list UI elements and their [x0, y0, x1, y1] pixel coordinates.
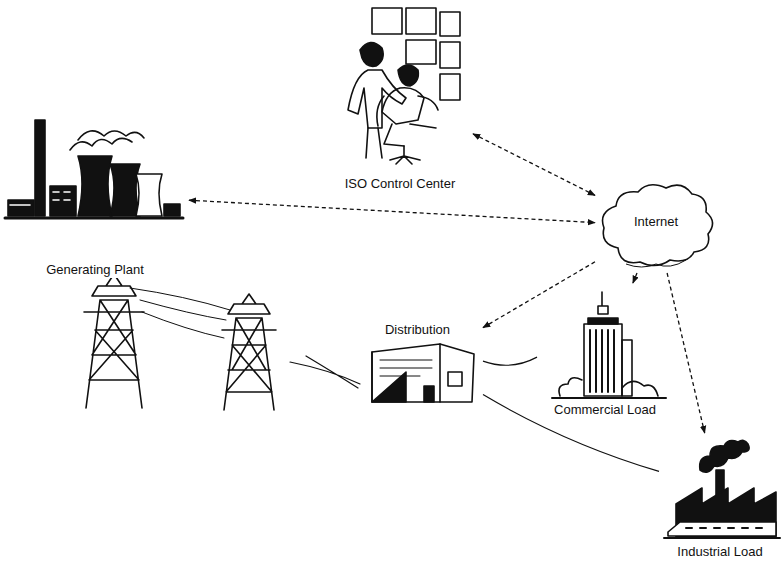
node-label: Generating Plant: [44, 262, 146, 278]
skyscraper-icon: [552, 292, 666, 398]
industrial-load-node: Industrial Load: [662, 436, 778, 560]
control-center-node: ISO Control Center: [330, 2, 470, 192]
internet-cloud: Internet: [598, 182, 714, 270]
data-link-arrow: [483, 262, 595, 328]
node-label: Commercial Load: [552, 402, 658, 418]
power-plant-icon: [5, 120, 183, 218]
power-line: [483, 357, 537, 365]
factory-icon: [664, 440, 780, 538]
commercial-load-node: Commercial Load: [540, 286, 670, 418]
node-label: Industrial Load: [675, 544, 764, 560]
data-link-arrow: [473, 134, 595, 196]
data-link-arrow: [667, 273, 705, 433]
operators-icon: [348, 8, 460, 164]
cloud-label: Internet: [632, 214, 680, 230]
generating-plant-node: Generating Plant: [4, 112, 186, 278]
distribution-node: Distribution: [355, 322, 480, 410]
distribution-icon: [372, 344, 474, 402]
power-line: [483, 395, 659, 472]
data-link-arrow: [189, 200, 595, 222]
node-label: Distribution: [383, 322, 452, 338]
transmission-towers: [84, 274, 360, 410]
node-label: ISO Control Center: [343, 176, 458, 192]
data-link-arrow: [633, 273, 637, 283]
